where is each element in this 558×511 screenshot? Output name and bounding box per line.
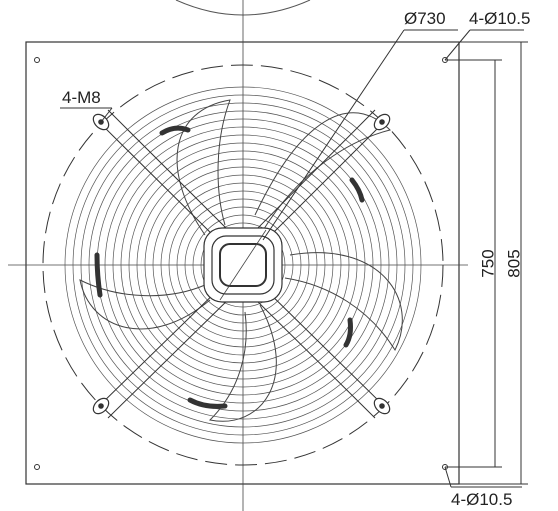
guard-ring [80, 102, 406, 428]
guard-ring [64, 86, 422, 444]
tapped-holes-label: 4-M8 [62, 88, 101, 107]
dimension-750-label: 750 [478, 249, 498, 278]
dimension-805-label: 805 [504, 249, 524, 278]
guard-ring [128, 150, 358, 380]
dimension-lines [445, 41, 528, 485]
nozzle-dashed-circle [42, 64, 444, 466]
arm-mounts [92, 113, 391, 415]
blade-highlights [94, 125, 365, 409]
guard-ring [192, 214, 294, 316]
guard-ring [72, 94, 414, 436]
guard-ring [176, 198, 310, 332]
holes-top-label: 4-Ø10.5 [469, 9, 531, 28]
mounting-plate [25, 41, 460, 485]
guard-grille-rings [64, 86, 422, 444]
holes-bottom-label: 4-Ø10.5 [451, 490, 513, 509]
corner-hole-top-left [34, 57, 40, 63]
leader-lines [60, 29, 524, 488]
guard-ring [104, 126, 382, 404]
guard-ring [144, 166, 342, 364]
diameter-label: Ø730 [404, 9, 446, 28]
guard-ring [136, 158, 350, 372]
guard-ring [200, 222, 286, 308]
guard-ring [184, 206, 302, 324]
guard-ring [160, 182, 326, 348]
guard-ring [112, 134, 374, 396]
guard-ring [88, 110, 398, 420]
corner-hole-bottom-left [34, 464, 40, 470]
guard-ring [168, 190, 318, 340]
support-arms [94, 109, 389, 419]
guard-ring [152, 174, 334, 356]
guard-ring [120, 142, 366, 388]
